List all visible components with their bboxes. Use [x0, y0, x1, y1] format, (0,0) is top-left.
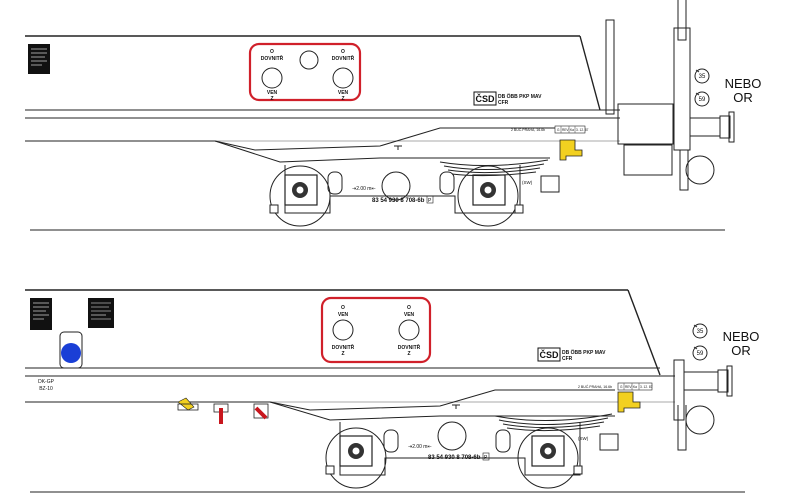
brake-label: (SW) [578, 436, 589, 441]
revision-text: 2 BUĆ.PRAHA, 16.6b [578, 384, 612, 389]
side-code-1: DK-GP [38, 379, 55, 385]
door-label: Z [341, 96, 344, 102]
door-label: O [341, 49, 345, 55]
rotation-icon-number: 59 [697, 351, 704, 357]
top-door-frame: O DOVNITŘ O DOVNITŘ VEN Z VEN Z [248, 42, 362, 102]
door-label: DOVNITŘ [332, 54, 355, 62]
door-label: VEN [338, 90, 349, 96]
door-label: DOVNITŘ [398, 343, 421, 351]
top-bogie: ⇥2.00 m⇤ 83 54 930 8 708-6b P (SW) [269, 159, 560, 227]
door-label: O [270, 49, 274, 55]
spacing-label: ⇥2.00 m⇤ [408, 444, 432, 450]
blue-lamp [59, 331, 83, 369]
top-wagon-body [25, 35, 725, 231]
door-label: VEN [338, 312, 349, 318]
door-label: DOVNITŘ [332, 343, 355, 351]
nebo-label: NEBO [723, 329, 760, 344]
door-label: VEN [404, 312, 415, 318]
stamp-cell: Ka [570, 128, 574, 132]
bottom-wagon: DK-GP BZ-10 O VEN O VEN DOVNITŘ Z DOVNIT… [25, 289, 760, 493]
stamp-cell: 3. 12. 87 [640, 385, 653, 389]
side-code-2: BZ-10 [39, 386, 53, 392]
door-label: VEN [267, 90, 278, 96]
rotation-icon-number: 35 [697, 329, 704, 335]
spacing-label: ⇥2.00 m⇤ [352, 186, 376, 192]
door-label: O [407, 305, 411, 311]
bottom-ownership-mark: ČSD DB ÖBB PKP MAV CFR [537, 347, 606, 362]
top-ownership-mark: ČSD DB ÖBB PKP MAV CFR [473, 91, 542, 106]
bottom-placards [30, 298, 114, 330]
bottom-rotation-icons: 35 59 [692, 323, 708, 361]
bottom-bogie: ⇥2.00 m⇤ 83 54 930 8 708-6b P (SW) [325, 413, 619, 489]
bottom-wagon-body [25, 289, 745, 493]
door-label: Z [341, 351, 344, 357]
top-revision-stamp: 2 BUĆ.PRAHA, 16.6b G REV Ka 3. 12. 87 [511, 125, 589, 134]
bottom-door-frame: O VEN O VEN DOVNITŘ Z DOVNITŘ Z [320, 296, 432, 364]
top-marker [394, 145, 402, 150]
wagon-number: 83 54 930 8 708-6b [372, 198, 425, 204]
railways-row-2: CFR [562, 356, 573, 362]
or-label: OR [731, 343, 751, 358]
revision-text: 2 BUĆ.PRAHA, 16.6b [511, 127, 545, 132]
yellow-hook [559, 139, 583, 161]
railways-row-1: DB ÖBB PKP MAV [562, 349, 606, 356]
door-label: Z [270, 96, 273, 102]
csd-mark: ČSD [539, 349, 559, 360]
yellow-hook [617, 391, 641, 413]
wagon-number-suffix: P [428, 198, 432, 204]
stamp-cell: G [557, 128, 560, 132]
top-placard [28, 44, 50, 74]
wagon-number: 83 54 930 8 708-6b [428, 455, 481, 461]
door-label: DOVNITŘ [261, 54, 284, 62]
bottom-revision-stamp: 2 BUĆ.PRAHA, 16.6b G REV Ka 3. 12. 87 [578, 382, 653, 391]
railways-row-1: DB ÖBB PKP MAV [498, 93, 542, 100]
rotation-icon-number: 35 [699, 74, 706, 80]
levers [177, 397, 269, 424]
railways-row-2: CFR [498, 100, 509, 106]
door-label: Z [407, 351, 410, 357]
brake-label: (SW) [522, 180, 533, 185]
rotation-icon-number: 59 [699, 97, 706, 103]
top-wagon-end [605, 0, 735, 191]
top-wagon: O DOVNITŘ O DOVNITŘ VEN Z VEN Z ČSD DB Ö… [25, 0, 762, 231]
nebo-label: NEBO [725, 76, 762, 91]
stamp-cell: REV [625, 385, 632, 389]
bottom-wagon-end [673, 359, 733, 451]
stamp-cell: REV [562, 128, 569, 132]
wagon-number-suffix: P [484, 455, 488, 461]
or-label: OR [733, 90, 753, 105]
bottom-marker [452, 404, 460, 409]
door-label: O [341, 305, 345, 311]
stamp-cell: Ka [633, 385, 637, 389]
top-rotation-icons: 35 59 [694, 68, 710, 107]
stamp-cell: G [620, 385, 623, 389]
stamp-cell: 3. 12. 87 [576, 128, 589, 132]
csd-mark: ČSD [475, 93, 495, 104]
